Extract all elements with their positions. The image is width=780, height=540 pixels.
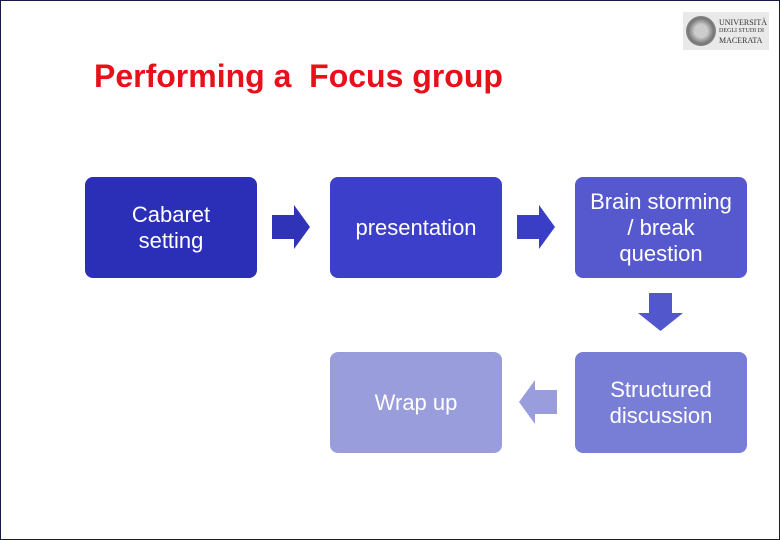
arrow-right-icon	[517, 205, 555, 249]
arrow-right-icon	[272, 205, 310, 249]
arrow-down-icon	[638, 293, 683, 331]
arrow-left-icon	[519, 380, 557, 424]
seal-icon	[686, 16, 716, 46]
step-structured-discussion: Structured discussion	[575, 352, 747, 453]
university-logo: UNIVERSITÀ DEGLI STUDI DI MACERATA	[683, 12, 769, 50]
logo-line: UNIVERSITÀ	[719, 17, 767, 27]
slide-title: Performing a Focus group	[94, 58, 503, 94]
step-presentation: presentation	[330, 177, 502, 278]
step-brainstorming: Brain storming / break question	[575, 177, 747, 278]
step-cabaret-setting: Cabaret setting	[85, 177, 257, 278]
step-wrap-up: Wrap up	[330, 352, 502, 453]
logo-line: MACERATA	[719, 35, 763, 45]
logo-line: DEGLI STUDI DI	[719, 27, 764, 34]
